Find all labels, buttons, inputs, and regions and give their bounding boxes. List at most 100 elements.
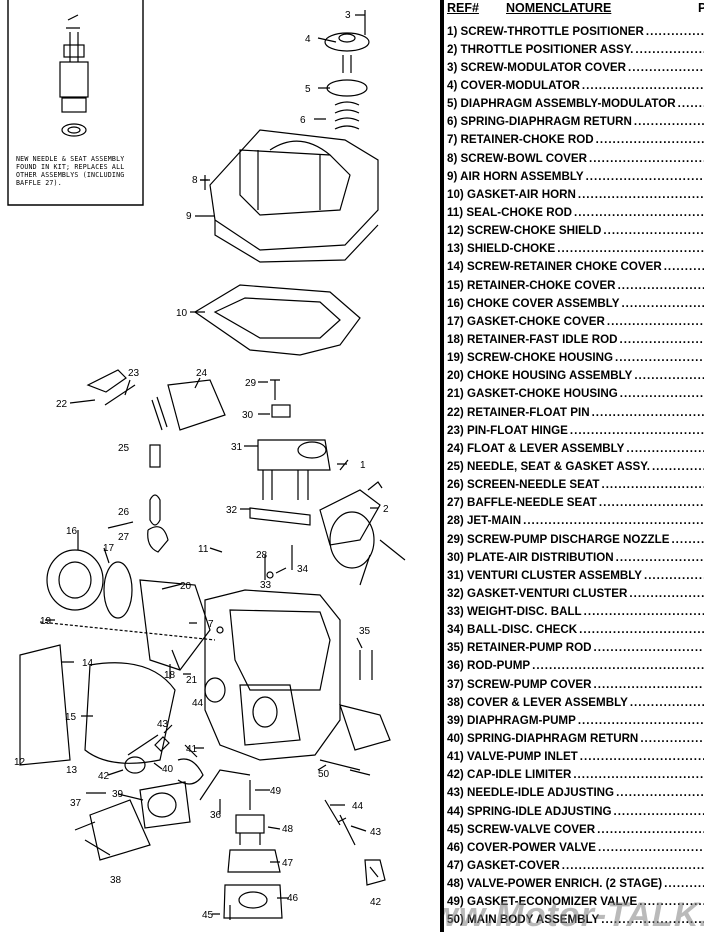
part-label: 41) VALVE-PUMP INLET xyxy=(447,750,578,763)
callout-36: 36 xyxy=(210,810,222,821)
part-row: 30) PLATE-AIR DISTRIBUTION xyxy=(444,548,704,566)
part-row: 26) SCREEN-NEEDLE SEAT xyxy=(444,476,704,494)
dot-leader xyxy=(615,351,704,364)
part-label: 37) SCREW-PUMP COVER xyxy=(447,678,592,691)
part-label: 8) SCREW-BOWL COVER xyxy=(447,152,587,165)
part-label: 6) SPRING-DIAPHRAGM RETURN xyxy=(447,115,632,128)
part-label: 28) JET-MAIN xyxy=(447,514,521,527)
part-label: 19) SCREW-CHOKE HOUSING xyxy=(447,351,613,364)
dot-leader xyxy=(574,206,704,219)
part-label: 35) RETAINER-PUMP ROD xyxy=(447,641,592,654)
callout-32: 32 xyxy=(226,505,238,516)
part-row: 31) VENTURI CLUSTER ASSEMBLY xyxy=(444,566,704,584)
part-row: 6) SPRING-DIAPHRAGM RETURN xyxy=(444,113,704,131)
part-row: 8) SCREW-BOWL COVER xyxy=(444,149,704,167)
part-row: 44) SPRING-IDLE ADJUSTING xyxy=(444,802,704,820)
dot-leader xyxy=(671,533,704,546)
dot-leader xyxy=(664,260,704,273)
callout-39: 39 xyxy=(112,789,124,800)
part-label: 23) PIN-FLOAT HINGE xyxy=(447,424,568,437)
part-label: 34) BALL-DISC. CHECK xyxy=(447,623,577,636)
part-label: 13) SHIELD-CHOKE xyxy=(447,242,555,255)
dot-leader xyxy=(620,387,704,400)
dot-leader xyxy=(570,424,704,437)
part-label: 36) ROD-PUMP xyxy=(447,659,530,672)
part-label: 4) COVER-MODULATOR xyxy=(447,79,580,92)
part-label: 33) WEIGHT-DISC. BALL xyxy=(447,605,582,618)
part-row: 18) RETAINER-FAST IDLE ROD xyxy=(444,330,704,348)
dot-leader xyxy=(619,333,704,346)
callout-13: 13 xyxy=(66,765,78,776)
dot-leader xyxy=(589,152,704,165)
part-row: 34) BALL-DISC. CHECK xyxy=(444,621,704,639)
dot-leader xyxy=(597,823,704,836)
part-label: 9) AIR HORN ASSEMBLY xyxy=(447,170,584,183)
part-row: 19) SCREW-CHOKE HOUSING xyxy=(444,349,704,367)
part-label: 47) GASKET-COVER xyxy=(447,859,560,872)
part-label: 15) RETAINER-CHOKE COVER xyxy=(447,279,616,292)
part-label: 3) SCREW-MODULATOR COVER xyxy=(447,61,626,74)
dot-leader xyxy=(586,170,704,183)
callout-3: 3 xyxy=(345,10,351,21)
part-label: 46) COVER-POWER VALVE xyxy=(447,841,596,854)
dot-leader xyxy=(634,369,704,382)
dot-leader xyxy=(664,877,704,890)
callout-42: 42 xyxy=(98,771,110,782)
part-label: 14) SCREW-RETAINER CHOKE COVER xyxy=(447,260,662,273)
legend-header: REF# NOMENCLATURE P xyxy=(444,0,704,18)
part-label: 17) GASKET-CHOKE COVER xyxy=(447,315,605,328)
part-row: 5) DIAPHRAGM ASSEMBLY-MODULATOR xyxy=(444,95,704,113)
callout-43: 43 xyxy=(370,827,382,838)
dot-leader xyxy=(532,659,704,672)
part-row: 27) BAFFLE-NEEDLE SEAT xyxy=(444,494,704,512)
part-row: 25) NEEDLE, SEAT & GASKET ASSY. xyxy=(444,457,704,475)
dot-leader xyxy=(640,732,704,745)
part-label: 38) COVER & LEVER ASSEMBLY xyxy=(447,696,628,709)
dot-leader xyxy=(578,188,704,201)
callout-15: 15 xyxy=(65,712,77,723)
part-row: 11) SEAL-CHOKE ROD xyxy=(444,203,704,221)
callout-25: 25 xyxy=(118,443,130,454)
part-label: 7) RETAINER-CHOKE ROD xyxy=(447,133,594,146)
dot-leader xyxy=(584,605,704,618)
part-label: 24) FLOAT & LEVER ASSEMBLY xyxy=(447,442,624,455)
callout-21: 21 xyxy=(186,675,198,686)
part-label: 43) NEEDLE-IDLE ADJUSTING xyxy=(447,786,614,799)
part-label: 30) PLATE-AIR DISTRIBUTION xyxy=(447,551,614,564)
callout-6: 6 xyxy=(300,115,306,126)
dot-leader xyxy=(598,841,704,854)
callout-47: 47 xyxy=(282,858,294,869)
dot-leader xyxy=(626,442,704,455)
callout-16: 16 xyxy=(66,526,78,537)
callout-12: 12 xyxy=(14,757,26,768)
callout-10: 10 xyxy=(176,308,188,319)
dot-leader xyxy=(628,61,704,74)
part-row: 9) AIR HORN ASSEMBLY xyxy=(444,167,704,185)
part-label: 12) SCREW-CHOKE SHIELD xyxy=(447,224,601,237)
dot-leader xyxy=(594,641,704,654)
part-row: 13) SHIELD-CHOKE xyxy=(444,240,704,258)
kit-note: NEW NEEDLE & SEAT ASSEMBLY FOUND IN KIT;… xyxy=(16,155,146,187)
ref-header: REF# xyxy=(447,1,479,15)
callout-35: 35 xyxy=(359,626,371,637)
callout-19: 19 xyxy=(40,616,52,627)
exploded-carburetor-diagram: 3 4 5 6 8 9 10 23 24 22 29 30 25 31 1 2 … xyxy=(0,0,440,932)
parts-legend: REF# NOMENCLATURE P 1) SCREW-THROTTLE PO… xyxy=(444,0,704,932)
part-label: 39) DIAPHRAGM-PUMP xyxy=(447,714,576,727)
part-label: 16) CHOKE COVER ASSEMBLY xyxy=(447,297,619,310)
dot-leader xyxy=(573,768,704,781)
callout-42b: 42 xyxy=(370,897,382,908)
dot-leader xyxy=(678,97,704,110)
part-label: 22) RETAINER-FLOAT PIN xyxy=(447,406,590,419)
dot-leader xyxy=(644,569,704,582)
callout-40: 40 xyxy=(162,764,174,775)
dot-leader xyxy=(616,551,704,564)
callout-23: 23 xyxy=(128,368,140,379)
part-label: 40) SPRING-DIAPHRAGM RETURN xyxy=(447,732,638,745)
part-row: 29) SCREW-PUMP DISCHARGE NOZZLE xyxy=(444,530,704,548)
part-row: 14) SCREW-RETAINER CHOKE COVER xyxy=(444,258,704,276)
dot-leader xyxy=(616,786,704,799)
part-row: 12) SCREW-CHOKE SHIELD xyxy=(444,222,704,240)
callout-37: 37 xyxy=(70,798,82,809)
callout-20: 20 xyxy=(180,581,192,592)
